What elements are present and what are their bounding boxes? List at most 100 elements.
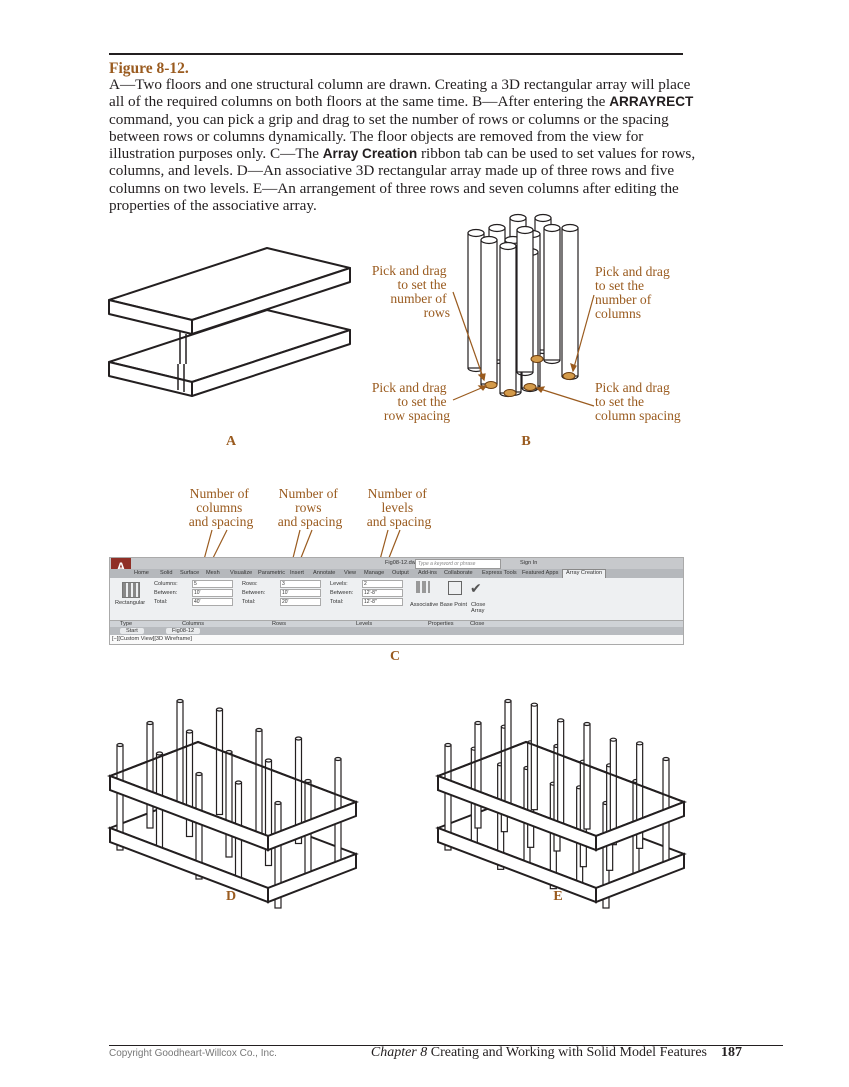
array-column [474, 722, 482, 829]
callout-levels-spacing: Number of levels and spacing [367, 486, 432, 529]
columns-total-label: Total: [154, 599, 168, 605]
tab-visualize[interactable]: Visualize [230, 570, 253, 576]
callout-rows-count: Pick and drag to set the number of rows [372, 263, 450, 320]
chapter-footer: Chapter 8 Creating and Working with Soli… [371, 1045, 742, 1061]
chapter-number: Chapter 8 [370, 1045, 428, 1060]
panel-b-grips [484, 355, 576, 397]
callout-column-spacing: Pick and drag to set the column spacing [595, 380, 681, 423]
array-column [530, 704, 538, 811]
ribbon-signin-button[interactable]: Sign In [520, 560, 538, 566]
associative-icon[interactable] [416, 581, 430, 593]
close-array-button[interactable]: Close Array [471, 602, 486, 614]
panel-a-floors [108, 247, 351, 397]
viewport: [−][Custom View][3D Wireframe] [110, 635, 683, 644]
base-point-button[interactable]: Base Point [440, 602, 468, 608]
rows-between-input[interactable]: 10' [280, 589, 321, 597]
panel-e-label: E [553, 889, 562, 904]
levels-count-label: Levels: [330, 581, 348, 587]
array-column [255, 729, 263, 836]
panel-e-array [435, 698, 687, 909]
tab-view[interactable]: View [344, 570, 357, 576]
rows-total-input[interactable]: 20' [280, 598, 321, 606]
rows-total-label: Total: [242, 599, 256, 605]
page-number: 187 [721, 1045, 742, 1060]
column-cylinder [543, 223, 561, 365]
panel-b-column-cylinders [467, 213, 579, 398]
array-column [215, 708, 224, 816]
associative-button[interactable]: Associative [410, 602, 439, 608]
footer-rule [109, 1045, 783, 1046]
column-cylinder [561, 223, 579, 381]
chapter-title: Creating and Working with Solid Model Fe… [430, 1045, 707, 1060]
columns-between-label: Between: [154, 590, 178, 596]
levels-between-input[interactable]: 12'-8" [362, 589, 403, 597]
ribbon-tabs: Home Solid Surface Mesh Visualize Parame… [110, 569, 683, 578]
array-column [225, 751, 233, 858]
column-cylinder [516, 225, 534, 377]
doc-tab-fig08-12[interactable]: Fig08-12 [166, 628, 201, 634]
tab-addins[interactable]: Add-ins [418, 570, 437, 576]
tab-surface[interactable]: Surface [180, 570, 200, 576]
tab-parametric[interactable]: Parametric [258, 570, 286, 576]
array-column [146, 722, 154, 829]
tab-insert[interactable]: Insert [290, 570, 304, 576]
panel-name-columns: Columns [182, 621, 205, 627]
type-rectangular-label: Rectangular [115, 600, 146, 606]
panel-d-array [107, 698, 359, 909]
tab-array-creation[interactable]: Array Creation [562, 569, 607, 578]
tab-output[interactable]: Output [392, 570, 409, 576]
ribbon-search-input[interactable]: Type a keyword or phrase [415, 559, 501, 569]
viewport-label[interactable]: [−][Custom View][3D Wireframe] [112, 636, 192, 642]
column-cylinder [480, 235, 498, 389]
caption-command-array-creation: Array Creation [322, 146, 418, 162]
tab-manage[interactable]: Manage [364, 570, 385, 576]
panel-b-leaders [452, 291, 595, 407]
document-tabs: Start Fig08-12 [110, 627, 683, 635]
panel-b-label: B [521, 434, 530, 449]
panel-a-label: A [226, 434, 237, 449]
panel-c-label: C [390, 649, 400, 664]
doc-tab-start[interactable]: Start [120, 628, 144, 634]
figure-caption: A—Two floors and one structural column a… [109, 76, 699, 214]
columns-count-label: Columns: [154, 581, 178, 587]
callout-columns-count: Pick and drag to set the number of colum… [595, 264, 673, 321]
array-column [583, 723, 591, 830]
ribbon-panel-names: Type Columns Rows Levels Properties Clos… [110, 620, 683, 628]
tab-mesh[interactable]: Mesh [206, 570, 220, 576]
tab-collaborate[interactable]: Collaborate [444, 570, 473, 576]
panel-d-label: D [226, 889, 236, 904]
caption-part-2: command, you can pick a grip and drag to… [109, 110, 669, 163]
columns-between-input[interactable]: 10' [192, 589, 233, 597]
close-check-icon[interactable]: ✔ [470, 580, 482, 596]
columns-count-input[interactable]: 5 [192, 580, 233, 588]
array-column [176, 700, 184, 807]
tab-featured-apps[interactable]: Featured Apps [522, 570, 559, 576]
top-rule [109, 53, 683, 55]
rows-count-input[interactable]: 3 [280, 580, 321, 588]
caption-part-3: ribbon tab can be used to set values for… [109, 145, 696, 215]
panel-name-rows: Rows [272, 621, 286, 627]
tab-solid[interactable]: Solid [160, 570, 173, 576]
levels-total-input[interactable]: 12'-8" [362, 598, 403, 606]
array-column [557, 719, 565, 826]
panel-name-close: Close [470, 621, 485, 627]
panel-name-type: Type [120, 621, 133, 627]
array-creation-ribbon: Fig08-12.dwg Type a keyword or phrase Si… [109, 557, 684, 645]
tab-annotate[interactable]: Annotate [313, 570, 336, 576]
levels-total-label: Total: [330, 599, 344, 605]
caption-command-arrayrect: ARRAYRECT [609, 94, 694, 110]
rows-count-label: Rows: [242, 581, 258, 587]
callout-row-spacing: Pick and drag to set the row spacing [372, 380, 450, 423]
caption-part-1: A—Two floors and one structural column a… [109, 76, 691, 111]
base-point-icon[interactable] [448, 581, 462, 595]
column-cylinder [499, 241, 517, 398]
panel-name-levels: Levels [356, 621, 373, 627]
tab-home[interactable]: Home [134, 570, 149, 576]
columns-total-input[interactable]: 40' [192, 598, 233, 606]
panel-name-properties: Properties [428, 621, 454, 627]
levels-count-input[interactable]: 2 [362, 580, 403, 588]
tab-express-tools[interactable]: Express Tools [482, 570, 517, 576]
copyright: Copyright Goodheart-Willcox Co., Inc. [109, 1048, 277, 1059]
ribbon-title-bar: Fig08-12.dwg Type a keyword or phrase Si… [110, 558, 683, 569]
